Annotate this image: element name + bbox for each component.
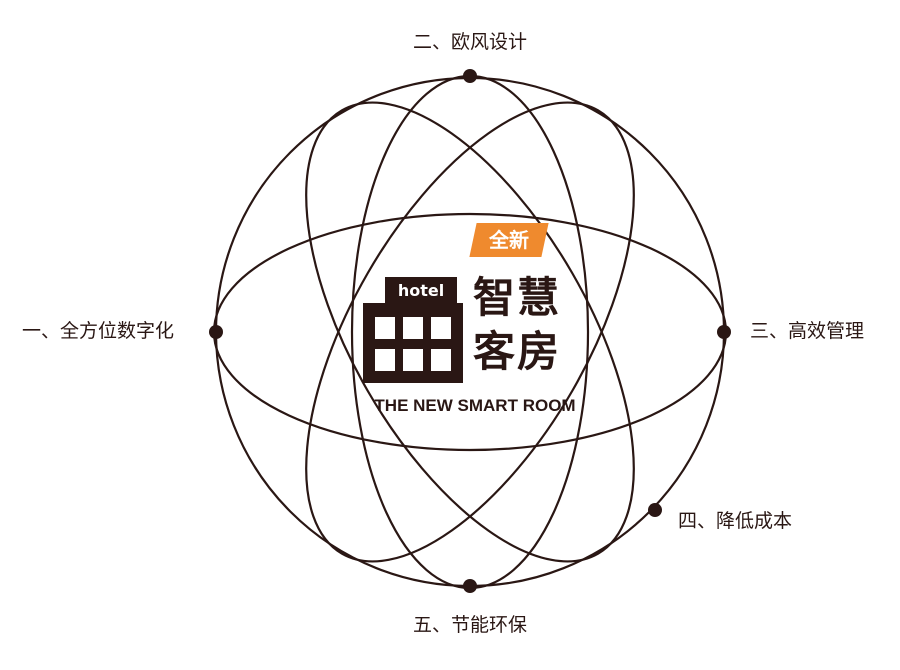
smart-room-logo: 全新 hotel 智慧 客房 THE NEW SMART ROOM (355, 215, 595, 415)
node-label-european-design: 二、欧风设计 (412, 31, 528, 53)
node-label-energy-saving: 五、节能环保 (412, 614, 528, 636)
node-label-efficient-management: 三、高效管理 (750, 320, 865, 342)
node-dot-2 (209, 325, 223, 339)
node-label-digitalization: 一、全方位数字化 (22, 320, 175, 342)
node-label-cost-reduction: 四、降低成本 (678, 510, 793, 532)
orbit-ellipse-2 (305, 101, 635, 563)
orbit-ellipse-3 (305, 101, 635, 563)
node-dot-3 (717, 325, 731, 339)
logo-title-line2: 客房 (473, 327, 562, 376)
node-dot-1 (463, 69, 477, 83)
node-dot-5 (463, 579, 477, 593)
hotel-building-icon: hotel (359, 277, 467, 383)
hotel-word: hotel (397, 281, 445, 300)
logo-subtitle: THE NEW SMART ROOM (374, 396, 576, 415)
node-dot-4 (648, 503, 662, 517)
new-badge-text: 全新 (489, 228, 529, 252)
new-badge: 全新 (469, 223, 549, 257)
logo-title-line1: 智慧 (473, 273, 562, 322)
